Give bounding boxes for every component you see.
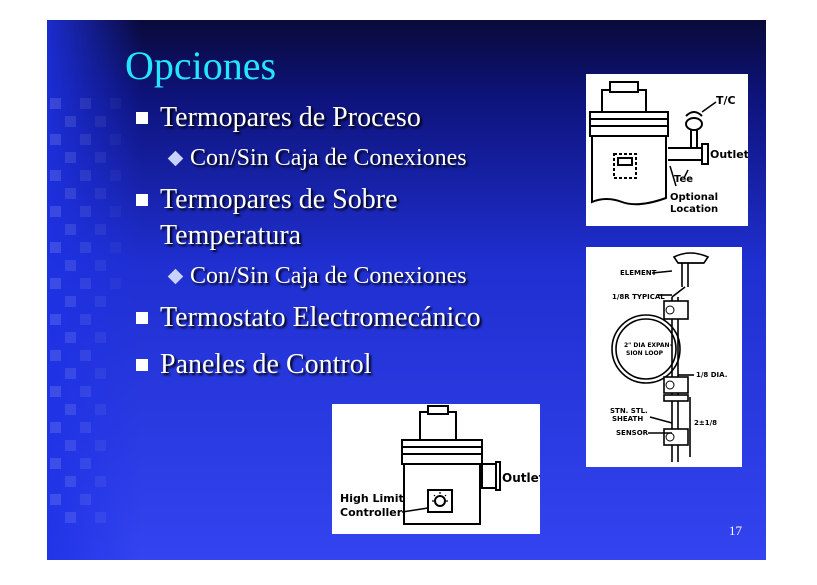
label-high-limit: High Limit	[340, 492, 404, 505]
decorative-square	[110, 170, 121, 181]
decorative-square	[65, 332, 76, 343]
label-sensor: SENSOR	[616, 429, 649, 437]
decorative-square	[95, 224, 106, 235]
decorative-square	[95, 332, 106, 343]
decorative-square	[110, 206, 121, 217]
sub-bullet-junction-box-1: Con/Sin Caja de Conexiones	[134, 136, 584, 180]
decorative-square	[50, 98, 61, 109]
figure-high-limit-controller: Outlet High Limit Controller	[332, 404, 540, 534]
decorative-square	[110, 98, 121, 109]
decorative-square	[50, 386, 61, 397]
label-dimension: 2±1/8	[694, 419, 717, 427]
slide: Opciones Termopares de Proceso Con/Sin C…	[47, 20, 766, 560]
decorative-square	[80, 98, 91, 109]
decorative-square	[50, 494, 61, 505]
decorative-square	[80, 350, 91, 361]
decorative-square	[95, 260, 106, 271]
decorative-square	[65, 296, 76, 307]
decorative-square	[110, 242, 121, 253]
label-optional: Optional	[670, 192, 718, 203]
decorative-square	[80, 314, 91, 325]
decorative-square	[95, 476, 106, 487]
label-typical: 1/8R TYPICAL	[612, 293, 665, 301]
bullet-process-thermocouples: Termopares de Proceso	[134, 100, 584, 136]
decorative-square	[50, 278, 61, 289]
decorative-square	[65, 116, 76, 127]
decorative-square	[65, 368, 76, 379]
square-bullet-icon	[136, 359, 148, 371]
decorative-square	[65, 476, 76, 487]
bullet-overtemp-thermocouples: Termopares de Sobre Temperatura	[134, 182, 490, 254]
decorative-square	[65, 404, 76, 415]
decorative-square	[95, 116, 106, 127]
decorative-square	[65, 188, 76, 199]
decorative-square	[50, 422, 61, 433]
page-number: 17	[729, 523, 742, 538]
decorative-square	[95, 440, 106, 451]
label-loop-2: SION LOOP	[626, 350, 664, 357]
label-tee: Tee	[674, 174, 693, 185]
decorative-square	[50, 458, 61, 469]
decorative-square	[65, 512, 76, 523]
decorative-square	[80, 206, 91, 217]
decorative-square	[65, 224, 76, 235]
decorative-square	[65, 152, 76, 163]
sub-bullet-junction-box-2: Con/Sin Caja de Conexiones	[134, 254, 584, 298]
decorative-square	[50, 134, 61, 145]
bullet-electromechanical-thermostat: Termostato Electromecánico	[134, 300, 584, 336]
decorative-square	[50, 242, 61, 253]
bullet-list: Termopares de Proceso Con/Sin Caja de Co…	[134, 100, 584, 383]
slide-title: Opciones	[125, 43, 277, 88]
label-element: ELEMENT	[620, 269, 657, 277]
label-dia: 1/8 DIA.	[696, 371, 727, 379]
decorative-square	[80, 278, 91, 289]
decorative-square	[50, 206, 61, 217]
decorative-square	[80, 170, 91, 181]
decorative-square	[80, 242, 91, 253]
label-location: Location	[670, 204, 718, 215]
diamond-bullet-icon	[167, 150, 184, 167]
decorative-square	[80, 422, 91, 433]
label-outlet: Outlet	[710, 148, 748, 161]
decorative-square	[95, 404, 106, 415]
figure-thermocouple-outlet: T/C Outlet Tee Optional Location	[586, 74, 748, 226]
decorative-square	[95, 188, 106, 199]
decorative-square	[80, 458, 91, 469]
decorative-squares	[50, 98, 130, 538]
bullet-control-panels: Paneles de Control	[134, 347, 584, 383]
square-bullet-icon	[136, 112, 148, 124]
decorative-square	[95, 152, 106, 163]
square-bullet-icon	[136, 194, 148, 206]
figure-sensor-detail: ELEMENT 1/8R TYPICAL 2" DIA EXPAN- SION …	[586, 247, 742, 467]
label-sheath-2: SHEATH	[612, 415, 643, 423]
decorative-square	[65, 440, 76, 451]
square-bullet-icon	[136, 312, 148, 324]
decorative-square	[95, 296, 106, 307]
decorative-square	[50, 170, 61, 181]
decorative-square	[95, 512, 106, 523]
label-outlet: Outlet	[502, 471, 540, 485]
decorative-square	[110, 278, 121, 289]
decorative-square	[65, 260, 76, 271]
decorative-square	[50, 350, 61, 361]
decorative-square	[80, 386, 91, 397]
decorative-square	[95, 368, 106, 379]
label-controller: Controller	[340, 506, 403, 519]
label-tc: T/C	[716, 94, 736, 107]
label-loop-1: 2" DIA EXPAN-	[624, 342, 673, 349]
decorative-square	[110, 134, 121, 145]
decorative-square	[80, 134, 91, 145]
diamond-bullet-icon	[167, 268, 184, 285]
decorative-square	[50, 314, 61, 325]
decorative-square	[80, 494, 91, 505]
label-sheath-1: STN. STL.	[610, 407, 648, 415]
